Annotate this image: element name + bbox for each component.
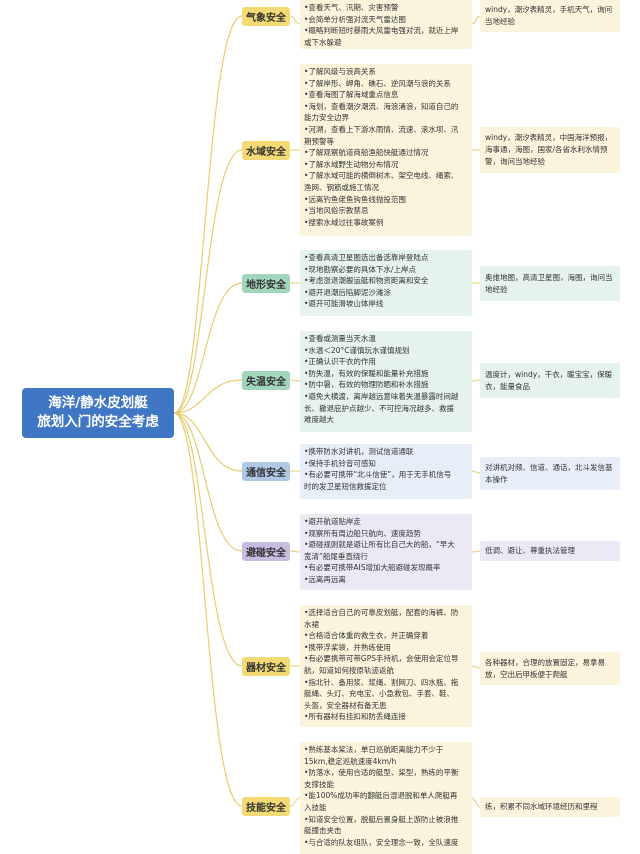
detail-line: •远离钓鱼佬鱼钩鱼线抛投范围 [304,194,406,204]
detail-line: 支撑技能 [304,779,334,789]
branch-label-waters[interactable]: 水域安全 [242,141,290,160]
root-title-line1: 海洋/静水皮划艇 [48,395,148,411]
branch-label-skills[interactable]: 技能安全 [242,797,290,816]
detail-line: •知道安全位置，脱艇后置身艇上游防止被浪推 [304,814,459,824]
detail-line: •选择适合自己的可靠皮划艇，配套的海裤、防 [304,608,459,617]
detail-line: •海划，查看潮汐潮流、海浪涌浪，知道自己的 [304,101,459,111]
detail-line: 或下水躲避 [304,37,342,47]
detail-line: 15km,稳定巡航速度4km/h [304,756,397,766]
branch-details-collision: •避开航道贴岸走 •观察所有周边船只航向、速度趋势 •避碰规则就是避让所有比自己… [300,514,472,590]
branch-label-terrain[interactable]: 地形安全 [242,274,290,293]
branch-details-skills: •熟练基本桨法，单日巡航距离能力不少于 15km,稳定巡航速度4km/h •防落… [300,742,472,854]
branch-details-waters: •了解风级与浪高关系 •了解岸形、岬角、礁石、逆风潮与浪的关系 •查看海图了解海… [300,64,472,236]
detail-line: 艇绳、头灯、充电宝、小急救包、手套、鞋、 [304,689,454,699]
detail-line: •所有器材有挂扣和防丢绳连接 [304,712,406,722]
detail-line: •避开航道贴岸走 [304,517,361,526]
detail-line: 时的发卫星短信救援定位 [304,481,387,491]
note-text: 温度计，windy，干衣，暖宝宝，保暖衣，能量食品 [485,369,613,391]
branch-note-equipment: 各种器材，合理的放置固定，易拿易放，空出后甲板便于爬艇 [480,652,620,685]
detail-line: 入技能 [304,802,327,812]
detail-line: •概略判断短时暴雨大风雷电强对流，就近上岸 [304,26,459,36]
detail-line: 期预警等 [304,136,334,146]
detail-line: •指北针、备用浆、浆绳、割网刀、四水瓶、拖 [304,677,459,687]
branch-note-hypothermia: 温度计，windy，干衣，暖宝宝，保暖衣，能量食品 [480,363,620,398]
detail-line: •避碰规则就是避让所有比自己大的船，“早大 [304,540,455,550]
detail-line: •了解风级与浪高关系 [304,67,376,76]
detail-line: •了解水域野生动物分布情况 [304,159,399,169]
branch-note-skills: 练，积累不同水域环境经历和里程 [480,797,620,817]
detail-line: •河溯，查看上下游水雨情、流速、滚水坝、汛 [304,124,459,134]
detail-line: 艇撞击夹击 [304,826,342,836]
detail-line: •了解观察航道商船渔船快艇通过情况 [304,148,429,158]
branch-details-hypothermia: •查看或测量当天水温 •水温＜20°C谨慎玩水谨慎规划 •正确认识干衣的作用 •… [300,331,472,432]
detail-line: •携带浮桨袋，并熟练使用 [304,642,391,652]
branch-note-terrain: 奥维地图，高清卫星图，海图，询问当地经验 [480,266,620,301]
detail-line: •查看或测量当天水温 [304,334,376,343]
detail-line: •防中暑，有效的物理防晒和补水措施 [304,380,429,390]
detail-line: •观察所有周边船只航向、速度趋势 [304,528,421,538]
detail-line: 头盔，安全器材有备无患 [304,700,387,710]
note-text: 练，积累不同水域环境经历和里程 [485,802,598,811]
detail-line: •有必要携带可带GPS手持机，会使用会定位导 [304,654,459,664]
detail-line: •避免大横渡，离岸越远意味着失温暴露时间越 [304,391,459,401]
note-text: 奥维地图，高清卫星图，海图，询问当地经验 [485,272,613,294]
detail-line: 能力安全边界 [304,113,349,123]
detail-line: •考虑涨退潮搬运艇和物资距离和安全 [304,276,429,286]
detail-line: •现地勘察必要的具体下水/上岸点 [304,264,416,274]
detail-line: •防失温，有效的保暖和能量补充措施 [304,368,429,378]
detail-line: 航，知道如何按原轨迹返航 [304,665,394,675]
note-text: windy，潮汐表精灵，中国海洋预报，海事通，海图，国家/各省水利水情预警，询问… [485,133,613,166]
detail-line: •避开可能滑坡山体岸线 [304,299,384,309]
detail-line: •携带防水对讲机，测试信道通联 [304,447,414,456]
detail-line: 水裙 [304,619,319,629]
detail-line: •避开退潮后陷脚泥沙滩涂 [304,287,391,297]
branch-details-terrain: •查看高清卫星图选出备选靠岸登陆点 •现地勘察必要的具体下水/上岸点 •考虑涨退… [300,250,472,316]
branch-label-collision[interactable]: 避碰安全 [242,542,290,561]
detail-line: 渔网、钢筋或施工情况 [304,182,379,192]
note-text: 各种器材，合理的放置固定，易拿易放，空出后甲板便于爬艇 [485,657,605,679]
detail-line: •水温＜20°C谨慎玩水谨慎规划 [304,345,410,355]
branch-details-weather: •查看天气、汛期、灾害预警 •会简单分析强对流天气雷达图 •概略判断短时暴雨大风… [300,0,472,49]
detail-line: 宽清”船尾垂直绕行 [304,551,368,561]
detail-line: •当地风俗宗教禁忌 [304,206,369,216]
branch-details-communication: •携带防水对讲机，测试信道通联 •保持手机铃音可感知 •有必要可携带“北斗信使”… [300,444,472,499]
branch-details-equipment: •选择适合自己的可靠皮划艇，配套的海裤、防 水裙 •合格适合体重的救生衣，并正确… [300,605,472,727]
note-text: windy，潮汐表精灵，手机天气，询问当地经验 [485,5,613,26]
branch-label-communication[interactable]: 通信安全 [242,462,290,481]
detail-line: •防落水，使用合适的艇型、桨型，熟练的平衡 [304,768,459,778]
detail-line: •查看海图了解海域重点信息 [304,90,399,100]
branch-note-waters: windy，潮汐表精灵，中国海洋预报，海事通，海图，国家/各省水利水情预警，询问… [480,127,620,173]
detail-line: •合格适合体重的救生衣，并正确穿着 [304,631,429,641]
note-text: 对讲机对频、信道、通话，北斗发信基本操作 [485,462,613,484]
detail-line: •搜索水域过往事故案例 [304,217,384,227]
detail-line: •有必要可携带AIS增加大船避碰发现概率 [304,563,441,573]
detail-line: 长、撤退庇护点越少、不可控海况越多、救援 [304,403,454,413]
branch-label-weather[interactable]: 气象安全 [242,7,290,26]
branch-note-weather: windy，潮汐表精灵，手机天气，询问当地经验 [480,0,620,32]
detail-line: •与合适的队友组队，安全理念一致，全队速度 [304,837,459,847]
detail-line: •会简单分析强对流天气雷达图 [304,14,406,24]
detail-line: •查看高清卫星图选出备选靠岸登陆点 [304,253,429,262]
root-title-line2: 旅划入门的安全考虑 [37,414,159,430]
detail-line: 难度越大 [304,415,334,425]
detail-line: •正确认识干衣的作用 [304,357,376,367]
detail-line: •保持手机铃音可感知 [304,458,376,468]
branch-label-hypothermia[interactable]: 失温安全 [242,371,290,390]
detail-line: •远离再远离 [304,574,346,584]
detail-line: •了解水域可能的横倒树木、架空电线、绳索、 [304,171,459,181]
branch-label-equipment[interactable]: 器材安全 [242,657,290,676]
detail-line: •能100%成功率的翻艇后湿退脱和单人爬艇再 [304,791,458,801]
branch-note-collision: 低调、避让、尊重执法管理 [480,541,620,561]
detail-line: •熟练基本桨法，单日巡航距离能力不少于 [304,745,444,754]
detail-line: •了解岸形、岬角、礁石、逆风潮与浪的关系 [304,78,451,88]
note-text: 低调、避让、尊重执法管理 [485,546,575,555]
mindmap-root-topic[interactable]: 海洋/静水皮划艇 旅划入门的安全考虑 [22,388,174,438]
detail-line: •查看天气、汛期、灾害预警 [304,3,399,12]
detail-line: •有必要可携带“北斗信使”，用于无手机信号 [304,470,452,480]
branch-note-communication: 对讲机对频、信道、通话，北斗发信基本操作 [480,457,620,490]
